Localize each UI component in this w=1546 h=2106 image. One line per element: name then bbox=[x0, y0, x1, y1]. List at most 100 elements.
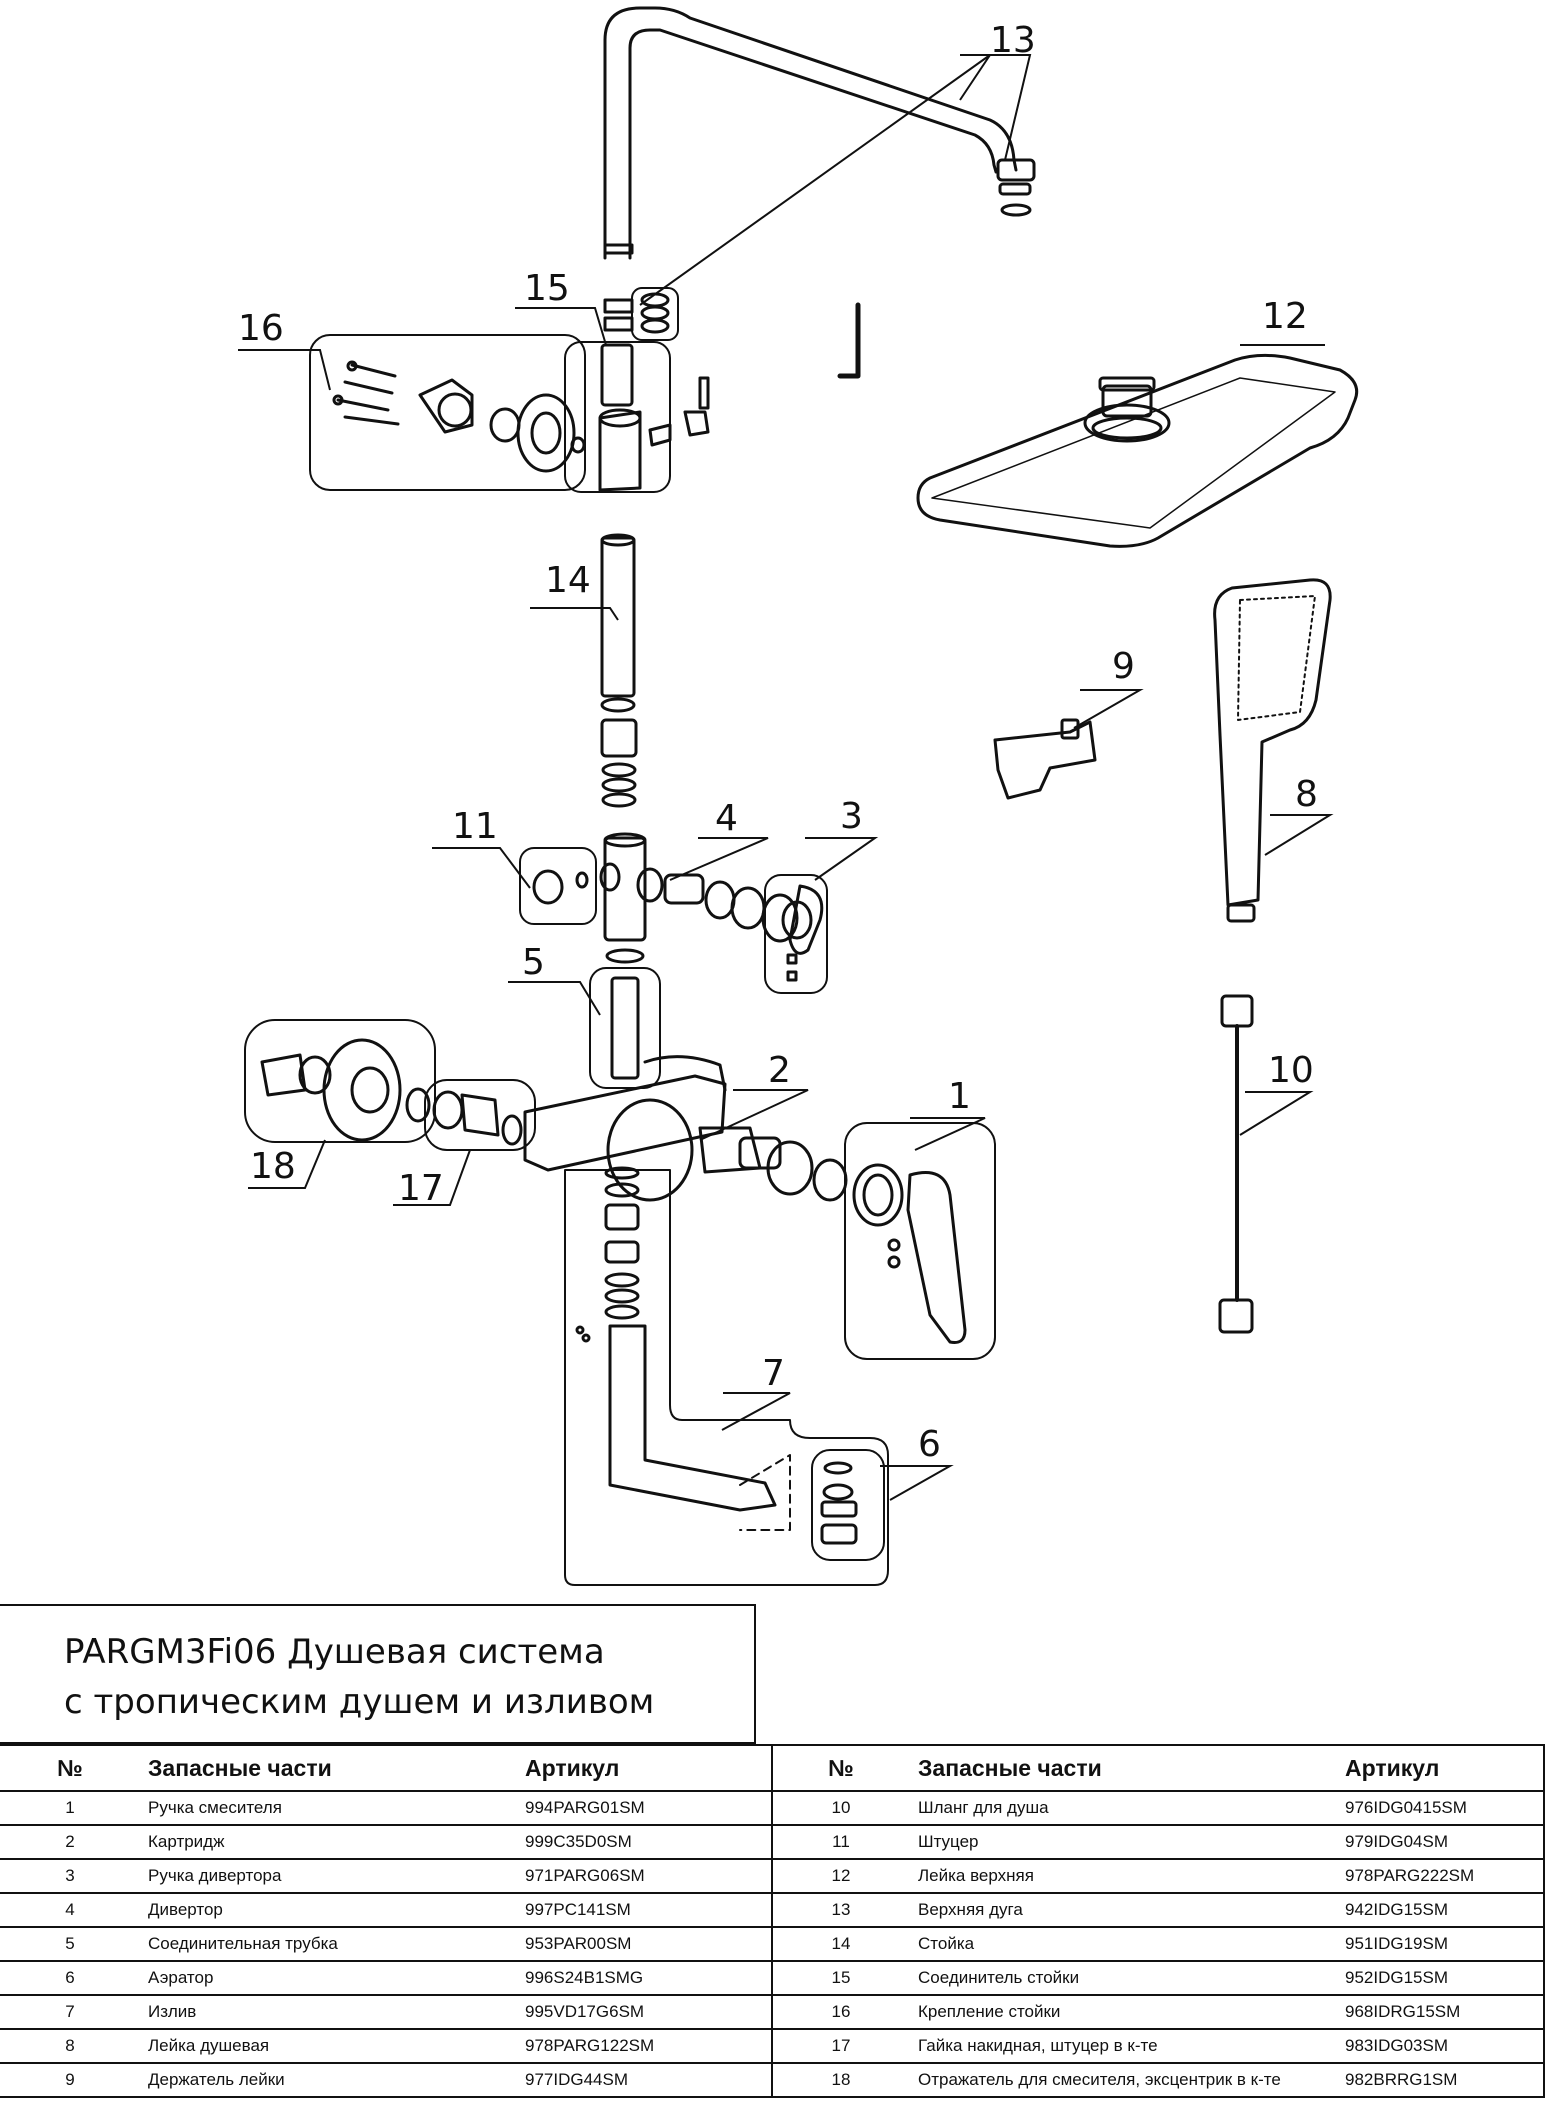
cell-part: Верхняя дуга bbox=[910, 1892, 1345, 1928]
callout-2: 2 bbox=[768, 1050, 791, 1091]
cell-part: Лейка душевая bbox=[140, 2028, 525, 2064]
part-mixer-handle bbox=[844, 1122, 996, 1360]
part-nipple bbox=[519, 847, 597, 925]
cell-part: Отражатель для смесителя, эксцентрик в к… bbox=[910, 2062, 1345, 2098]
cell-article: 997PC141SM bbox=[525, 1892, 772, 1928]
cell-article: 971PARG06SM bbox=[525, 1858, 772, 1894]
callout-1: 1 bbox=[948, 1076, 971, 1117]
callout-6: 6 bbox=[918, 1424, 941, 1465]
callout-15: 15 bbox=[524, 268, 570, 309]
title-box: PARGM3Fi06 Душевая система с тропическим… bbox=[0, 1604, 756, 1744]
part-shower-holder bbox=[993, 718, 1097, 800]
cell-num: 13 bbox=[772, 1892, 910, 1928]
header-part: Запасные части bbox=[140, 1744, 525, 1792]
cell-num: 14 bbox=[772, 1926, 910, 1962]
cell-article: 953PAR00SM bbox=[525, 1926, 772, 1962]
part-reflector bbox=[244, 1019, 436, 1143]
cell-part: Стойка bbox=[910, 1926, 1345, 1962]
cell-part: Соединитель стойки bbox=[910, 1960, 1345, 1996]
part-upper-arc bbox=[603, 6, 1036, 341]
cell-article: 983IDG03SM bbox=[1345, 2028, 1544, 2064]
cell-article: 978PARG122SM bbox=[525, 2028, 772, 2064]
cell-num: 9 bbox=[0, 2062, 140, 2098]
cell-article: 978PARG222SM bbox=[1345, 1858, 1544, 1894]
callout-16: 16 bbox=[238, 308, 284, 349]
cell-part: Лейка верхняя bbox=[910, 1858, 1345, 1894]
header-part: Запасные части bbox=[910, 1744, 1345, 1792]
cell-part: Излив bbox=[140, 1994, 525, 2030]
cell-part: Гайка накидная, штуцер в к-те bbox=[910, 2028, 1345, 2064]
cell-part: Аэратор bbox=[140, 1960, 525, 1996]
title-line-2: с тропическим душем и изливом bbox=[64, 1682, 655, 1722]
cell-num: 6 bbox=[0, 1960, 140, 1996]
cell-num: 1 bbox=[0, 1790, 140, 1826]
cell-num: 12 bbox=[772, 1858, 910, 1894]
part-connection-tube bbox=[589, 948, 661, 1089]
part-rail-connector bbox=[564, 341, 710, 493]
cell-part: Ручка смесителя bbox=[140, 1790, 525, 1826]
header-num: № bbox=[0, 1744, 140, 1792]
cell-part: Ручка дивертора bbox=[140, 1858, 525, 1894]
callout-7: 7 bbox=[762, 1353, 785, 1394]
title-line-1: PARGM3Fi06 Душевая система bbox=[64, 1632, 605, 1672]
cell-num: 10 bbox=[772, 1790, 910, 1826]
part-aerator bbox=[811, 1449, 885, 1561]
cell-num: 7 bbox=[0, 1994, 140, 2030]
part-shower-hose bbox=[1218, 994, 1254, 1334]
cell-num: 3 bbox=[0, 1858, 140, 1894]
cell-article: 982BRRG1SM bbox=[1345, 2062, 1544, 2098]
cell-part: Соединительная трубка bbox=[140, 1926, 525, 1962]
part-stand-pipe bbox=[600, 533, 638, 808]
part-spout bbox=[564, 1166, 889, 1586]
cell-num: 4 bbox=[0, 1892, 140, 1928]
leader-lines bbox=[238, 54, 1334, 1501]
cell-article: 976IDG0415SM bbox=[1345, 1790, 1544, 1826]
callout-11: 11 bbox=[452, 806, 498, 847]
cell-num: 8 bbox=[0, 2028, 140, 2064]
header-num: № bbox=[772, 1744, 910, 1792]
cell-article: 977IDG44SM bbox=[525, 2062, 772, 2098]
exploded-diagram: 13 15 16 12 14 9 8 10 11 4 3 5 2 1 7 6 1… bbox=[238, 6, 1359, 1586]
cell-article: 994PARG01SM bbox=[525, 1790, 772, 1826]
callout-17: 17 bbox=[398, 1168, 444, 1209]
cell-part: Дивертор bbox=[140, 1892, 525, 1928]
cell-article: 942IDG15SM bbox=[1345, 1892, 1544, 1928]
header-article: Артикул bbox=[525, 1744, 772, 1792]
table-header-row: № Запасные части Артикул bbox=[772, 1744, 1544, 1792]
part-hand-shower bbox=[1213, 578, 1332, 923]
part-mixer-body bbox=[523, 1055, 848, 1202]
callout-12: 12 bbox=[1262, 296, 1308, 337]
cell-num: 11 bbox=[772, 1824, 910, 1860]
cell-part: Штуцер bbox=[910, 1824, 1345, 1860]
cell-num: 18 bbox=[772, 2062, 910, 2098]
part-rail-bracket bbox=[309, 334, 586, 491]
cell-num: 17 bbox=[772, 2028, 910, 2064]
cell-article: 979IDG04SM bbox=[1345, 1824, 1544, 1860]
cell-part: Держатель лейки bbox=[140, 2062, 525, 2098]
callout-13: 13 bbox=[990, 20, 1036, 61]
callout-labels: 13 15 16 12 14 9 8 10 11 4 3 5 2 1 7 6 1… bbox=[238, 20, 1318, 1465]
part-nut bbox=[424, 1079, 536, 1151]
cell-article: 999C35D0SM bbox=[525, 1824, 772, 1860]
callout-14: 14 bbox=[545, 560, 591, 601]
cell-num: 16 bbox=[772, 1994, 910, 2030]
cell-num: 15 bbox=[772, 1960, 910, 1996]
cell-article: 996S24B1SMG bbox=[525, 1960, 772, 1996]
